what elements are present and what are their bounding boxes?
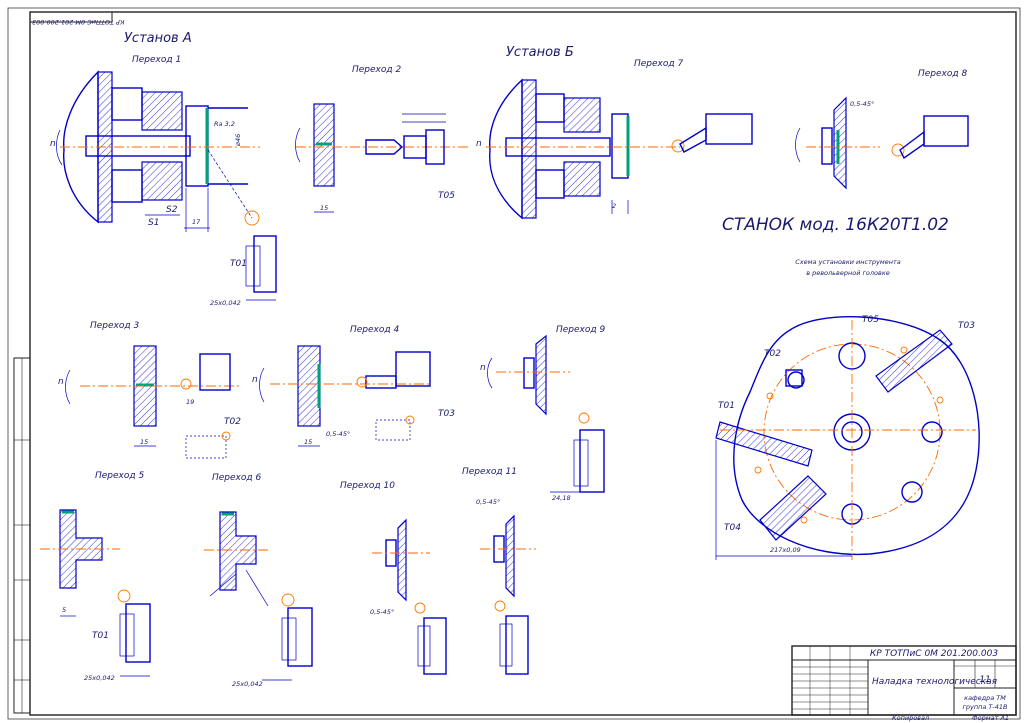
turret-caption-line-2: в револьверной головке [806, 269, 890, 277]
op-label-10: Переход 10 [340, 481, 395, 491]
title-doc-code: КР ТОТПиС 0М 201.200.003 [870, 649, 998, 659]
operation-1-drawing: 17 S2 S1 ø46 Ra 3,2 n Т01 25х0,042 [50, 70, 277, 307]
operation-11-drawing: 0,5-45° [476, 498, 536, 675]
op-label-1: Переход 1 [132, 55, 181, 65]
dim-5-op5: 5 [62, 606, 66, 614]
dim-24-18-op9: 24,18 [552, 494, 571, 502]
dim-25x042-op6: 25х0,042 [232, 680, 263, 688]
title-drawing-name: Наладка технологическая [872, 677, 998, 687]
roughness-label: Ra 3,2 [214, 120, 235, 128]
title-copied: Копировал [892, 714, 929, 722]
tool-t01-op5: Т01 [92, 631, 109, 641]
chamfer-label-op4: 0,5-45° [326, 430, 350, 438]
turret-tool-t03: Т03 [958, 321, 975, 331]
operation-6-drawing: 25х0,042 [204, 511, 313, 688]
tool-t03-op4: Т03 [438, 409, 455, 419]
operation-10-drawing: 0,5-45° [370, 518, 447, 675]
op-label-11: Переход 11 [462, 467, 517, 477]
label-s2: S2 [166, 205, 178, 215]
title-sheet-number: 11 [979, 675, 990, 685]
operation-2-drawing: 15 Т05 [295, 103, 470, 213]
op-label-5: Переход 5 [95, 471, 144, 481]
operation-8-drawing: 0,5-45° [795, 96, 969, 190]
op-label-2: Переход 2 [352, 65, 401, 75]
machine-heading: СТАНОК мод. 16К20Т1.02 [722, 215, 949, 235]
operation-5-drawing: 5 Т01 25х0,042 [40, 509, 151, 682]
left-margin-columns [13, 357, 31, 714]
top-left-stamp: КР ТОТПиС 0М 201.200.003 [29, 11, 125, 26]
turret-tool-t04: Т04 [724, 523, 741, 533]
turret-tool-t02: Т02 [764, 349, 781, 359]
op-label-3: Переход 3 [90, 321, 139, 331]
op-label-9: Переход 9 [556, 325, 605, 335]
operation-7-drawing: n 2 [476, 78, 753, 220]
dim-17: 17 [192, 218, 201, 226]
op-label-4: Переход 4 [350, 325, 399, 335]
turret-caption-line-1: Схема установки инструмента [795, 258, 901, 266]
turret-diagram: 217х0,09 Т05 Т03 Т02 Т01 Т04 [715, 315, 980, 560]
dim-25x042-op1: 25х0,042 [210, 299, 241, 307]
tool-t01-op1: Т01 [230, 259, 247, 269]
stamp-text: КР ТОТПиС 0М 201.200.003 [32, 18, 125, 26]
tool-t05-op2: Т05 [438, 191, 455, 201]
rotation-n-7: n [476, 139, 482, 149]
dim-19-op3: 19 [186, 398, 194, 406]
title-organization: кафедра ТМ [964, 694, 1006, 702]
tool-t02-op3: Т02 [224, 417, 241, 427]
op-label-8: Переход 8 [918, 69, 967, 79]
operation-3-drawing: n 15 19 Т02 [58, 345, 241, 459]
label-s1: S1 [148, 218, 159, 228]
op-label-7: Переход 7 [634, 59, 683, 69]
dim-15-op3: 15 [140, 438, 148, 446]
chamfer-label-op8: 0,5-45° [850, 100, 874, 108]
rotation-n-3: n [58, 377, 64, 387]
rotation-n-9: n [480, 363, 486, 373]
setup-a-heading: Установ А [124, 31, 192, 46]
rotation-n-4: n [252, 375, 258, 385]
title-format: Формат А1 [972, 714, 1009, 722]
title-group: группа Т-41В [963, 703, 1009, 711]
setup-b-heading: Установ Б [506, 45, 574, 60]
rotation-n-1: n [50, 139, 56, 149]
dim-217-turret: 217х0,09 [770, 546, 801, 554]
operation-4-drawing: n 15 0,5-45° Т03 [252, 345, 455, 447]
turret-tool-t01: Т01 [718, 401, 735, 411]
op-label-6: Переход 6 [212, 473, 261, 483]
dim-15-op2: 15 [320, 204, 328, 212]
chamfer-label-op10: 0,5-45° [370, 608, 394, 616]
dim-25x042-op5: 25х0,042 [84, 674, 115, 682]
chamfer-label-op11: 0,5-45° [476, 498, 500, 506]
dim-2-op7: 2 [612, 202, 616, 210]
operation-9-drawing: n 24,18 [480, 334, 605, 502]
turret-tool-t05: Т05 [862, 315, 879, 325]
dim-15-op4: 15 [304, 438, 312, 446]
title-block: КР ТОТПиС 0М 201.200.003 Наладка техноло… [791, 645, 1017, 722]
dim-d46: ø46 [234, 134, 242, 147]
